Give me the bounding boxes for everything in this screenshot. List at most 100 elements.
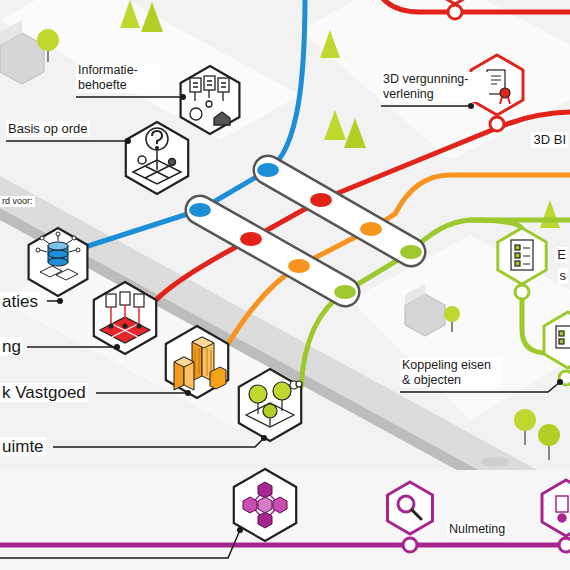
icon-data-circle: [56, 232, 60, 236]
metro-lines-path: [380, 0, 570, 12]
icon-vastgoed-polygon: [174, 357, 194, 367]
leader-lines: [0, 97, 560, 558]
icon-kubussen-polygon: [258, 482, 272, 498]
metro-lines-path: [0, 543, 570, 548]
ground-polygon: [0, 0, 300, 140]
icon-eisen-rect: [515, 253, 520, 258]
icon-ruimte-line: [281, 399, 282, 411]
icon-purple-right: [556, 496, 568, 522]
icon-ruimte-circle: [263, 404, 277, 418]
icon-ruimte: [246, 381, 302, 427]
leader-dots-circle: [185, 390, 191, 396]
icon-informatiebehoefte-path: [193, 81, 226, 101]
metro-lines-path: [88, 0, 305, 246]
icon-basis-path: [152, 131, 162, 144]
icon-basis-circle: [146, 128, 168, 150]
leader-lines-path: [6, 140, 128, 142]
junction-dots-ellipse: [240, 232, 262, 246]
icon-vastgoed-polygon: [192, 337, 214, 348]
icon-data-circle: [76, 248, 80, 252]
icon-data-path: [40, 236, 76, 252]
scenery-ellipse: [481, 457, 509, 467]
icon-kubussen: [243, 482, 287, 528]
label-text: 3D BI: [531, 132, 568, 148]
icon-map-circle: [109, 324, 113, 328]
hexagons: [29, 0, 570, 541]
station-pins-circle: [559, 538, 570, 552]
ground-polygon: [0, 470, 570, 570]
icon-map-path: [112, 324, 138, 337]
icon-vergunning-path: [500, 97, 510, 104]
label-text: k Vastgoed: [0, 383, 88, 402]
scenery-polygon: [405, 284, 425, 305]
icon-purple-right-rect: [556, 496, 568, 512]
icon-data-ellipse: [48, 250, 68, 258]
label-text: E: [555, 247, 568, 263]
leader-dots-circle: [180, 94, 186, 100]
icon-eisen-rect: [515, 261, 520, 266]
leader-lines-path: [53, 438, 264, 447]
icon-map-circle: [137, 324, 141, 328]
scenery-circle: [37, 29, 59, 51]
scenery-polygon: [540, 200, 560, 228]
hexagons-polygon: [234, 469, 296, 541]
icon-vastgoed-path: [195, 348, 211, 378]
junction-dots-ellipse: [288, 259, 310, 273]
junction-dots: [189, 163, 422, 299]
icon-informatiebehoefte-rect: [204, 76, 215, 90]
hexagons-polygon: [166, 326, 228, 398]
leader-dots-circle: [57, 298, 63, 304]
icon-data-circle: [36, 248, 40, 252]
station-pins-circle: [515, 285, 529, 299]
icon-map-rect: [106, 294, 116, 307]
icon-kubussen-polygon: [243, 497, 257, 513]
icon-map-path: [111, 305, 139, 325]
icon-koppeling: [556, 326, 570, 348]
leader-lines-path: [381, 105, 471, 107]
leader-dots-circle: [125, 138, 131, 144]
icon-informatiebehoefte-path: [214, 112, 230, 125]
scenery-polygon: [320, 30, 340, 58]
icon-nulmeting-line: [412, 510, 421, 519]
metro-lines-path: [522, 299, 545, 353]
icon-basis-line: [156, 150, 158, 170]
hexagons-polygon: [94, 282, 156, 354]
station-pins-circle: [448, 5, 462, 19]
hexagons-polygon: [126, 122, 188, 194]
icon-vergunning: [487, 70, 510, 104]
label-text: Nulmeting: [447, 522, 507, 537]
icon-eisen-rect: [511, 240, 533, 270]
label-text: 3D vergunning- verlening: [381, 72, 489, 102]
label-text: Basis op orde: [6, 121, 90, 137]
icon-informatiebehoefte-circle: [190, 108, 202, 120]
scenery-circle: [514, 409, 536, 431]
icon-vastgoed: [174, 337, 226, 390]
scenery-polygon: [324, 110, 346, 140]
icon-eisen: [511, 240, 533, 270]
icon-vergunning-circle: [500, 88, 510, 98]
icon-data-ellipse: [48, 242, 68, 250]
station-pins-circle: [490, 117, 504, 131]
hexagons-polygon: [498, 228, 546, 284]
icon-basis-circle: [138, 156, 146, 164]
leader-dots-circle: [468, 103, 474, 109]
icon-koppeling-rect: [559, 331, 564, 336]
icon-map-rect: [134, 294, 144, 307]
icon-informatiebehoefte-circle: [206, 101, 212, 107]
hexagons-polygon: [433, 0, 478, 4]
icon-ruimte-polygon: [246, 403, 294, 427]
icon-vergunning-path: [491, 76, 501, 84]
scenery-polygon: [141, 2, 163, 32]
icon-map-rect: [120, 292, 130, 305]
icon-informatiebehoefte-rect: [218, 78, 229, 92]
icon-eisen-path: [523, 248, 530, 264]
icon-ruimte-circle: [249, 385, 267, 403]
icon-map: [100, 292, 150, 343]
leader-dots-circle: [261, 435, 267, 441]
scenery-polygon: [344, 118, 366, 148]
icon-basis-circle: [169, 159, 176, 166]
scenery-polygon: [0, 20, 22, 45]
label-text: Koppeling eisen & objecten: [400, 358, 502, 388]
